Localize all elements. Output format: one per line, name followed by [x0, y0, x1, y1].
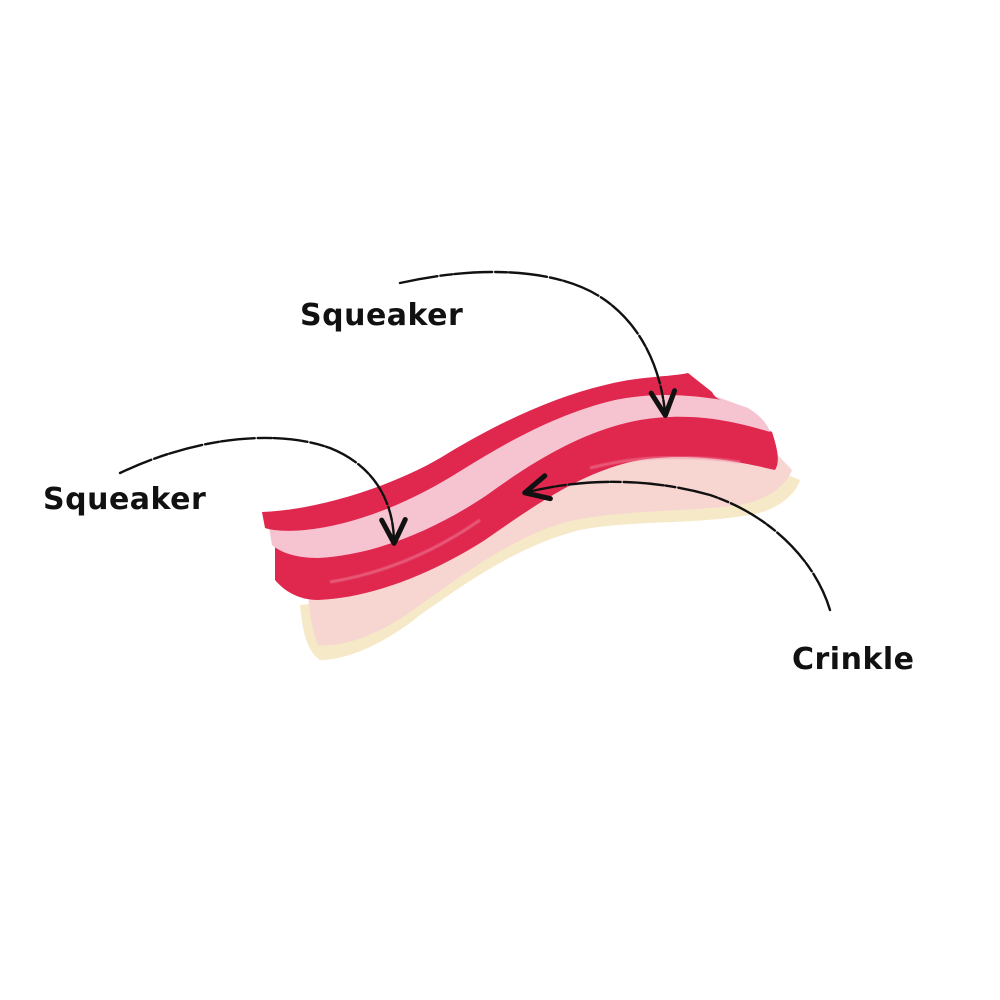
- bacon-stripe-pink: [268, 390, 770, 558]
- bacon-stripe-top: [262, 373, 722, 531]
- curved-arrow-icon: [522, 473, 832, 612]
- curved-arrow-icon: [118, 436, 408, 546]
- callout-label-squeaker-top: Squeaker: [300, 298, 464, 333]
- callout-label-crinkle: Crinkle: [792, 642, 915, 677]
- callout-label-squeaker-left: Squeaker: [43, 482, 207, 517]
- curved-arrow-icon: [398, 270, 678, 418]
- bacon-toy: [262, 373, 800, 660]
- bacon-stripe-red: [275, 403, 778, 600]
